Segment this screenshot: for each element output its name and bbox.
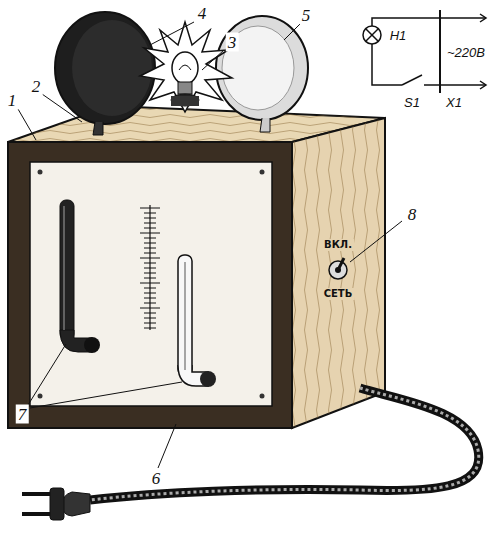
callout-number: 3 xyxy=(226,33,239,52)
lamp-glow xyxy=(140,22,232,112)
scale-tick xyxy=(144,228,156,229)
callout-number: 5 xyxy=(300,6,313,25)
box-front xyxy=(8,142,292,428)
scale xyxy=(140,205,160,330)
plug xyxy=(22,488,90,520)
callout-number: 7 xyxy=(16,405,29,424)
callout-number: 6 xyxy=(150,469,163,488)
wood-grain xyxy=(292,118,385,428)
scale-tick xyxy=(140,308,160,309)
scale-tick xyxy=(144,303,156,304)
callout-number: 2 xyxy=(30,77,43,96)
scale-tick xyxy=(144,243,156,244)
thermometer-dark xyxy=(60,200,100,353)
screw xyxy=(38,170,43,175)
switch-label: ВКЛ. xyxy=(322,239,354,251)
scale-tick xyxy=(144,323,156,324)
scale-tick xyxy=(144,223,156,224)
component-label: S1 xyxy=(402,95,422,110)
component-label: X1 xyxy=(444,95,464,110)
box-side xyxy=(292,118,385,428)
voltage-label: ~220В xyxy=(445,45,487,60)
thermometer-light xyxy=(178,255,216,387)
switch-label: СЕТЬ xyxy=(322,288,355,300)
scale-tick xyxy=(140,283,160,284)
scale-tick xyxy=(144,213,156,214)
scale-tick xyxy=(144,248,156,249)
scale-tick xyxy=(140,233,160,234)
component-label: H1 xyxy=(388,28,409,43)
scale-tick xyxy=(144,318,156,319)
lamp-bulb xyxy=(171,52,199,106)
scale-tick xyxy=(144,298,156,299)
scale-tick xyxy=(144,273,156,274)
callout-number: 4 xyxy=(196,4,209,23)
scale-tick xyxy=(144,278,156,279)
front-plate xyxy=(30,162,272,406)
scale-tick xyxy=(144,328,156,329)
scale-tick xyxy=(144,218,156,219)
scale-tick xyxy=(144,238,156,239)
scale-tick xyxy=(144,263,156,264)
scale-tick xyxy=(144,313,156,314)
schematic xyxy=(363,10,486,93)
callout-number: 8 xyxy=(406,205,419,224)
toggle-switch xyxy=(329,258,347,279)
scale-tick xyxy=(140,258,160,259)
power-cord xyxy=(90,388,479,500)
scale-tick xyxy=(144,253,156,254)
leader-lines xyxy=(18,22,402,468)
reflector-dark xyxy=(55,12,155,135)
screw xyxy=(260,394,265,399)
scale-tick xyxy=(144,268,156,269)
screw xyxy=(260,170,265,175)
scale-tick xyxy=(140,208,160,209)
reflector-light xyxy=(216,16,308,132)
scale-tick xyxy=(144,288,156,289)
callout-number: 1 xyxy=(6,91,19,110)
screw xyxy=(38,394,43,399)
scale-tick xyxy=(144,293,156,294)
